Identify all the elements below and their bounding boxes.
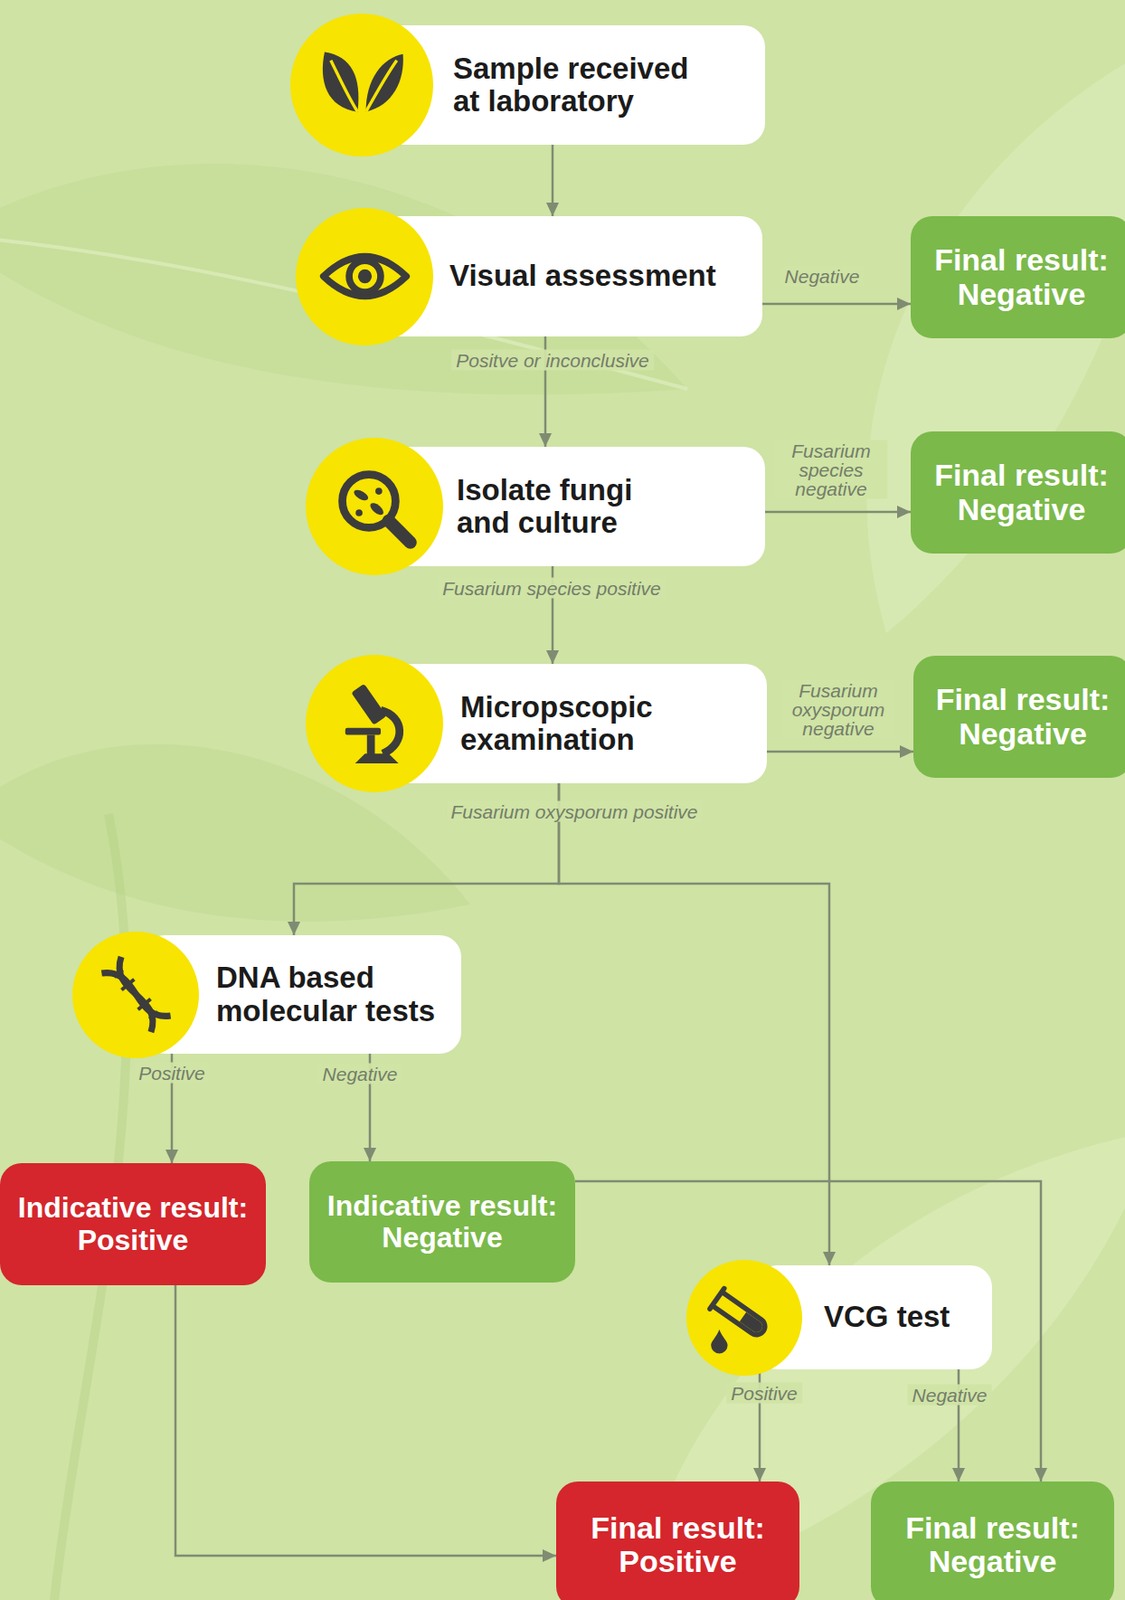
icon-shape — [101, 956, 171, 1032]
text-group: Final result: Negative — [930, 682, 1116, 751]
text-group: Indicative result: Negative — [323, 1190, 561, 1254]
connector — [762, 302, 911, 306]
icon-shape — [344, 727, 380, 735]
icon-circle — [686, 1259, 803, 1376]
node-label: Indicative result: Negative — [323, 1190, 561, 1254]
icon-shape — [349, 260, 381, 293]
icon-shape — [366, 60, 398, 113]
icon-shape — [351, 487, 369, 502]
text-group: Micropscopic examination — [460, 690, 678, 757]
node-label: Final result: Negative — [930, 682, 1116, 751]
text-group: Final result: Negative — [928, 243, 1115, 312]
node-label: Final result: Negative — [928, 243, 1115, 312]
positive-result-box: Final result: Positive — [556, 1481, 800, 1600]
node-label: Indicative result: Positive — [14, 1191, 252, 1256]
icon — [702, 1276, 786, 1360]
icon-shape — [366, 54, 404, 113]
icon-shape — [113, 969, 123, 977]
icon — [315, 226, 415, 326]
positive-result-box: Indicative result: Positive — [0, 1162, 266, 1286]
connector — [765, 510, 911, 514]
connector — [558, 783, 830, 1266]
node-label: VCG test — [823, 1300, 978, 1333]
icon-shape — [101, 956, 171, 1032]
icon-shape — [322, 256, 407, 297]
edge-label: Negative — [907, 1384, 993, 1406]
text-group: VCG test — [823, 1300, 978, 1333]
node-label: Final result: Negative — [928, 458, 1115, 527]
node-label: Isolate fungi and culture — [456, 473, 670, 540]
edge-label: Fusarium oxysporum negative — [782, 680, 896, 739]
edge-label: Positive — [726, 1382, 803, 1404]
node-label: Final result: Negative — [885, 1511, 1100, 1579]
icon-shape — [149, 1011, 158, 1020]
text-group: Visual assessment — [449, 259, 748, 293]
edge-label: Fusarium oxysporum positive — [445, 801, 702, 823]
icon-shape — [368, 500, 386, 517]
negative-result-box: Final result: Negative — [913, 655, 1125, 778]
text-group: DNA based molecular tests — [216, 961, 447, 1028]
connector — [575, 1181, 1041, 1482]
icon-circle — [305, 437, 444, 576]
icon — [90, 948, 182, 1040]
process-box: VCG test — [755, 1265, 993, 1370]
negative-result-box: Final result: Negative — [910, 216, 1125, 339]
icon-shape — [709, 1287, 725, 1309]
edge-label: Fusarium species positive — [437, 577, 666, 599]
icon-shape — [330, 60, 359, 113]
process-box: Visual assessment — [351, 216, 763, 337]
icon-shape — [101, 956, 171, 1032]
text-group: Sample received at laboratory — [453, 52, 698, 119]
text-group: Final result: Negative — [928, 458, 1115, 527]
icon-shape — [739, 1311, 766, 1334]
icon — [325, 457, 425, 557]
icon-shape — [366, 734, 375, 755]
icon-shape — [387, 519, 410, 542]
negative-result-box: Indicative result: Negative — [309, 1161, 576, 1283]
icon-shape — [121, 979, 134, 991]
icon-shape — [137, 998, 151, 1010]
text-group: Isolate fungi and culture — [456, 473, 670, 540]
icon-shape — [350, 682, 387, 725]
icon-circle — [295, 207, 434, 346]
process-box: Micropscopic examination — [377, 663, 767, 784]
icon — [310, 33, 414, 137]
negative-result-box: Final result: Negative — [910, 431, 1125, 554]
node-label: DNA based molecular tests — [216, 961, 447, 1028]
icon-shape — [355, 509, 363, 517]
text-group: Final result: Negative — [885, 1511, 1100, 1579]
text-group: Final result: Positive — [570, 1511, 785, 1579]
icon-circle — [290, 13, 434, 157]
connector — [551, 144, 555, 217]
icon-shape — [357, 269, 371, 284]
icon-shape — [710, 1328, 728, 1353]
process-box: DNA based molecular tests — [142, 935, 462, 1054]
icon-shape — [354, 753, 398, 764]
negative-result-box: Final result: Negative — [870, 1481, 1115, 1600]
edge-label: Negative — [780, 265, 865, 287]
connector — [175, 1285, 557, 1556]
node-label: Final result: Positive — [570, 1511, 785, 1579]
node-label: Sample received at laboratory — [453, 52, 698, 119]
edge-label: Positve or inconclusive — [451, 349, 654, 371]
icon-circle — [72, 931, 199, 1059]
connector — [766, 750, 914, 754]
icon — [325, 674, 425, 774]
text-group: Indicative result: Positive — [14, 1191, 252, 1256]
icon-shape — [322, 52, 360, 113]
icon-shape — [375, 487, 383, 495]
icon-circle — [305, 654, 444, 793]
icon-shape — [380, 709, 400, 754]
process-box: Sample received at laboratory — [347, 25, 766, 145]
process-box: Isolate fungi and culture — [367, 446, 766, 567]
node-label: Micropscopic examination — [460, 690, 678, 757]
edge-label: Fusarium species negative — [775, 440, 889, 500]
icon-shape — [712, 1291, 769, 1338]
edge-label: Negative — [318, 1063, 403, 1085]
edge-label: Positive — [133, 1062, 210, 1084]
leaf-shape — [866, 36, 1125, 634]
node-label: Visual assessment — [449, 259, 748, 293]
